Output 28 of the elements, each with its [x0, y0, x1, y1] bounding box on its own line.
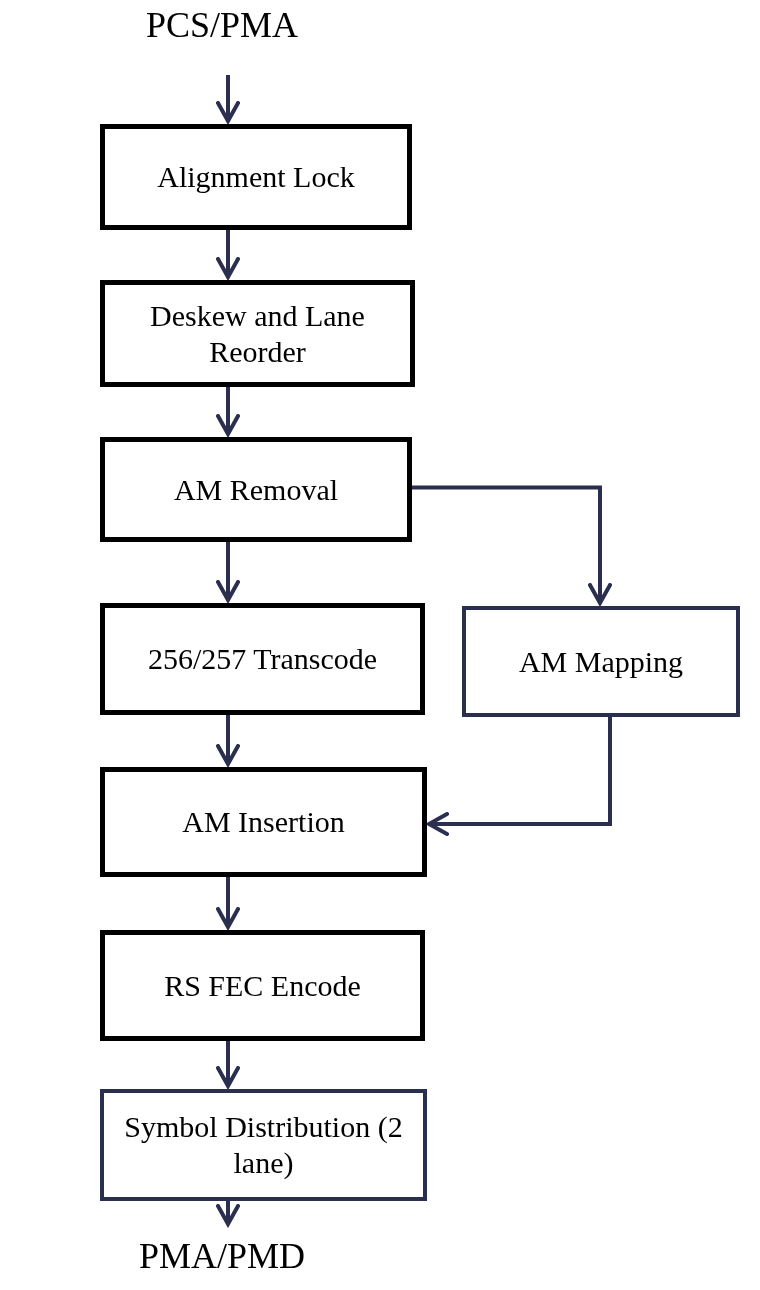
arrow [216, 75, 240, 123]
arrow [216, 1041, 240, 1088]
arrow [412, 485, 612, 605]
box-label: 256/257 Transcode [147, 641, 378, 677]
box-label: RS FEC Encode [164, 967, 361, 1004]
process-box [100, 1089, 427, 1201]
process-box [462, 606, 740, 717]
process-box [100, 930, 425, 1041]
layer-label: PMA/PMD [138, 1235, 306, 1279]
arrow [216, 1201, 240, 1226]
arrow [216, 230, 240, 279]
process-box [100, 280, 415, 387]
box-label: AM Insertion [182, 804, 345, 840]
box-label: Symbol Distribution (2 lane) [123, 1109, 404, 1181]
process-box [100, 603, 425, 715]
arrow [427, 717, 612, 836]
arrow [216, 542, 240, 602]
box-label: Deskew and Lane Reorder [149, 297, 366, 370]
arrow [216, 877, 240, 929]
box-label: AM Mapping [518, 643, 684, 680]
box-label: AM Removal [173, 471, 339, 508]
layer-label: PCS/PMA [145, 4, 299, 48]
process-box [100, 437, 412, 542]
arrow [216, 715, 240, 766]
arrow [216, 387, 240, 436]
process-box [100, 767, 427, 877]
box-label: Alignment Lock [157, 159, 355, 195]
process-box [100, 124, 412, 230]
